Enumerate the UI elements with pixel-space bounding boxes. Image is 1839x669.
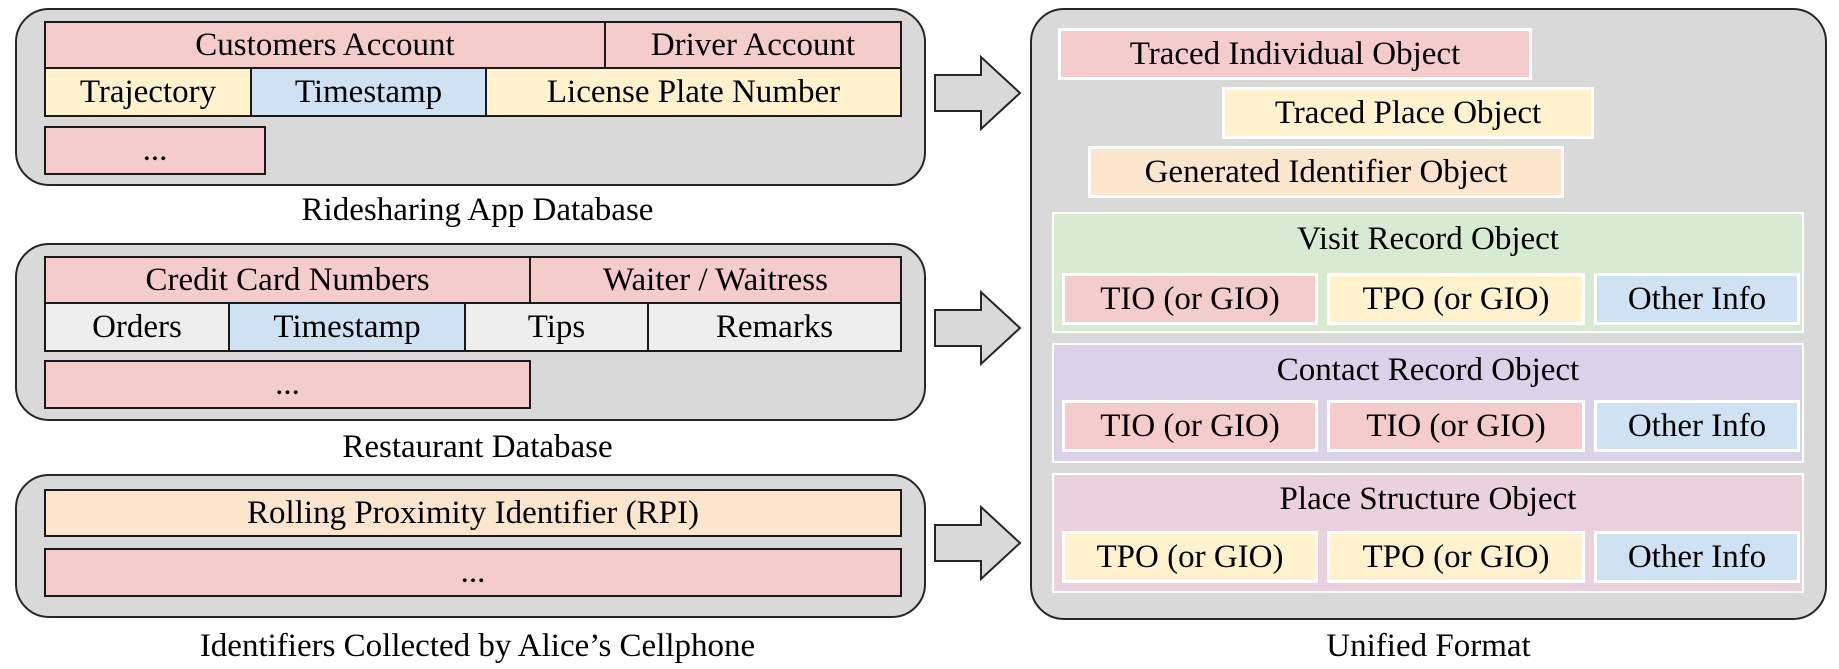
- customers-account-cell: Customers Account: [44, 21, 606, 69]
- contact-record-item: TIO (or GIO): [1327, 400, 1585, 452]
- identifiers-caption: Identifiers Collected by Alice’s Cellpho…: [199, 628, 756, 664]
- contact-record-item: TIO (or GIO): [1062, 400, 1318, 452]
- restaurant-timestamp-cell: Timestamp: [228, 302, 466, 352]
- timestamp-cell: Timestamp: [250, 67, 487, 117]
- visit-record-title: Visit Record Object: [1297, 221, 1559, 257]
- restaurant-caption: Restaurant Database: [342, 429, 613, 465]
- place-structure-item: TPO (or GIO): [1062, 531, 1318, 583]
- ridesharing-more-cell: ...: [44, 126, 266, 175]
- contact-record-item: Other Info: [1594, 400, 1800, 452]
- credit-card-cell: Credit Card Numbers: [44, 256, 531, 304]
- arrow-identifiers-to-unified: [934, 504, 1022, 582]
- place-structure-item: Other Info: [1594, 531, 1800, 583]
- license-plate-cell: License Plate Number: [485, 67, 902, 117]
- waiter-cell: Waiter / Waitress: [529, 256, 902, 304]
- trajectory-cell: Trajectory: [44, 67, 252, 117]
- place-structure-title: Place Structure Object: [1279, 481, 1577, 517]
- traced-place-object: Traced Place Object: [1222, 87, 1594, 139]
- generated-identifier-object: Generated Identifier Object: [1088, 146, 1564, 198]
- ridesharing-caption: Ridesharing App Database: [301, 192, 654, 228]
- rpi-cell: Rolling Proximity Identifier (RPI): [44, 489, 902, 537]
- orders-cell: Orders: [44, 302, 230, 352]
- driver-account-cell: Driver Account: [604, 21, 902, 69]
- restaurant-more-cell: ...: [44, 360, 531, 409]
- remarks-cell: Remarks: [647, 302, 902, 352]
- unified-caption: Unified Format: [1326, 628, 1531, 664]
- contact-record-title: Contact Record Object: [1276, 352, 1580, 388]
- tips-cell: Tips: [464, 302, 649, 352]
- traced-individual-object: Traced Individual Object: [1058, 28, 1532, 80]
- identifiers-more-cell: ...: [44, 548, 902, 597]
- visit-record-item: TPO (or GIO): [1327, 273, 1585, 325]
- place-structure-item: TPO (or GIO): [1327, 531, 1585, 583]
- arrow-restaurant-to-unified: [934, 289, 1022, 367]
- arrow-ridesharing-to-unified: [934, 54, 1022, 132]
- visit-record-item: Other Info: [1594, 273, 1800, 325]
- visit-record-item: TIO (or GIO): [1062, 273, 1318, 325]
